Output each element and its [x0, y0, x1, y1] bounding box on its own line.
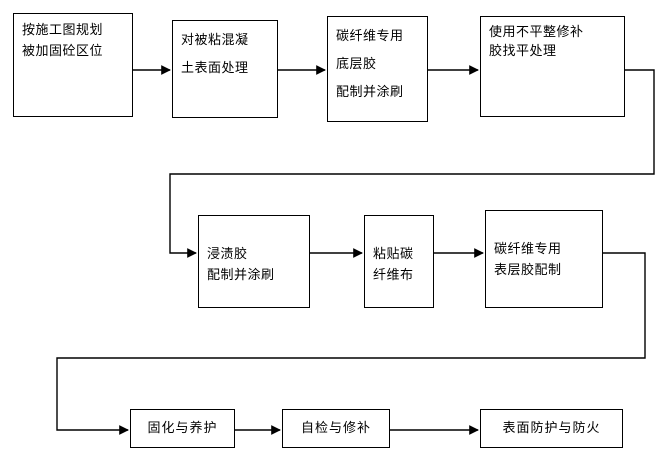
node-label-line: 粘贴碳	[373, 247, 414, 262]
node-label-line: 土表面处理	[181, 61, 249, 76]
process-node-10[interactable]: 表面防护与防火	[480, 409, 623, 448]
node-label-line: 使用不平整修补	[489, 25, 584, 40]
node-label-line: 表面防护与防火	[502, 420, 601, 436]
node-label-line: 按施工图规划	[22, 23, 104, 38]
process-node-7[interactable]: 碳纤维专用 表层胶配制	[485, 210, 603, 308]
process-node-3[interactable]: 碳纤维专用 底层胶 配制并涂刷	[327, 16, 428, 122]
node-label-line: 配制并涂刷	[336, 85, 404, 100]
node-label-line: 被加固砼区位	[22, 44, 104, 59]
node-label-line: 胶找平处理	[489, 44, 557, 59]
process-node-9[interactable]: 自检与修补	[282, 409, 390, 448]
node-label-line: 对被粘混凝	[181, 33, 249, 48]
node-label-line: 配制并涂刷	[207, 268, 275, 283]
process-node-5[interactable]: 浸渍胶 配制并涂刷	[198, 215, 310, 308]
process-node-1[interactable]: 按施工图规划 被加固砼区位	[13, 13, 133, 117]
node-label-line: 纤维布	[373, 268, 414, 283]
node-label-line: 固化与养护	[147, 420, 218, 436]
process-node-8[interactable]: 固化与养护	[130, 409, 235, 448]
node-label-line: 表层胶配制	[494, 263, 562, 278]
node-label-line: 碳纤维专用	[336, 29, 404, 44]
process-node-4[interactable]: 使用不平整修补 胶找平处理	[480, 16, 625, 117]
node-label-line: 浸渍胶	[207, 247, 248, 262]
process-node-6[interactable]: 粘贴碳 纤维布	[364, 215, 434, 308]
node-label-line: 碳纤维专用	[494, 242, 562, 257]
node-label-line: 自检与修补	[300, 420, 371, 436]
node-label-line: 底层胶	[336, 57, 377, 72]
process-node-2[interactable]: 对被粘混凝 土表面处理	[172, 20, 278, 118]
